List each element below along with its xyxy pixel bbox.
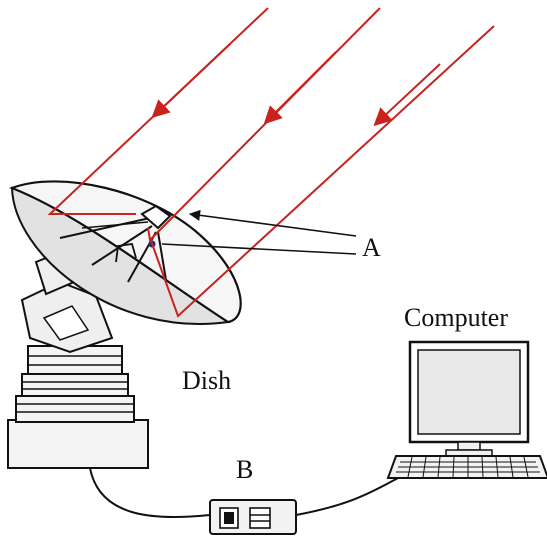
dish-pedestal	[7, 248, 149, 469]
label-computer: Computer	[404, 303, 508, 332]
signal-rays	[47, 7, 495, 318]
cables	[89, 467, 399, 519]
computer	[386, 340, 547, 479]
label-a-pointers	[161, 209, 357, 255]
label-dish: Dish	[182, 366, 231, 395]
label-a: A	[362, 233, 381, 262]
label-b: B	[236, 455, 253, 484]
dish-reflector	[8, 180, 242, 325]
feed-horn	[140, 204, 172, 248]
device-b	[209, 499, 297, 535]
